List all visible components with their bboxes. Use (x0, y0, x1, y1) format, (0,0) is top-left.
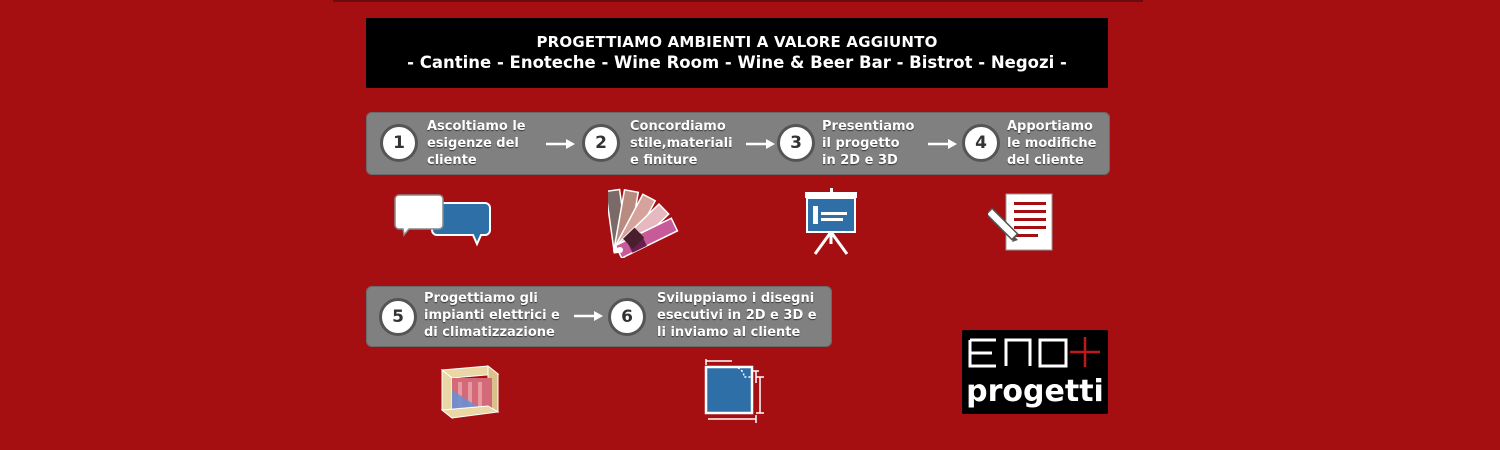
step-3-line-1: Presentiamo (822, 119, 915, 134)
step-4-number: 4 (962, 124, 1000, 162)
step-4-line-3: del cliente (1007, 153, 1084, 168)
step-6-line-1: Sviluppiamo i disegni (657, 291, 815, 306)
speech-bubbles-icon (394, 194, 491, 247)
arrow-2-to-3-icon (746, 139, 775, 149)
step-2-text: Concordiamo stile,materiali e finiture (630, 118, 733, 169)
step-3-line-3: in 2D e 3D (822, 153, 898, 168)
arrow-3-to-4-icon (928, 139, 957, 149)
step-1-line-1: Ascoltiamo le (427, 119, 526, 134)
step-1-line-3: cliente (427, 153, 477, 168)
color-swatch-fan-icon (608, 188, 679, 258)
step-3-line-2: il progetto (822, 136, 900, 151)
document-edit-icon (988, 193, 1053, 251)
arrow-5-to-6-icon (574, 311, 603, 321)
step-2-line-2: stile,materiali (630, 136, 733, 151)
step-2-number: 2 (582, 124, 620, 162)
eno-progetti-logo: progetti (962, 330, 1108, 414)
floor-plan-blueprint-icon (704, 359, 764, 423)
step-1-line-2: esigenze del (427, 136, 519, 151)
step-1-number: 1 (380, 124, 418, 162)
top-divider (333, 0, 1143, 2)
step-6-number: 6 (608, 298, 646, 336)
3d-room-model-icon (440, 364, 500, 420)
presentation-easel-icon (805, 188, 857, 255)
banner-title: PROGETTIAMO AMBIENTI A VALORE AGGIUNTO (536, 33, 938, 51)
step-5-line-1: Progettiamo gli (424, 291, 538, 306)
step-6-line-3: li inviamo al cliente (657, 325, 801, 340)
step-5-text: Progettiamo gli impianti elettrici e di … (424, 290, 560, 341)
step-6-line-2: esecutivi in 2D e 3D e (657, 308, 817, 323)
step-1-text: Ascoltiamo le esigenze del cliente (427, 118, 526, 169)
header-banner: PROGETTIAMO AMBIENTI A VALORE AGGIUNTO -… (366, 18, 1108, 88)
step-4-line-1: Apportiamo (1007, 119, 1093, 134)
banner-subtitle: - Cantine - Enoteche - Wine Room - Wine … (407, 53, 1067, 72)
step-3-number: 3 (777, 124, 815, 162)
step-5-line-2: impianti elettrici e (424, 308, 560, 323)
arrow-1-to-2-icon (546, 139, 575, 149)
step-2-line-1: Concordiamo (630, 119, 726, 134)
step-4-text: Apportiamo le modifiche del cliente (1007, 118, 1096, 169)
step-2-line-3: e finiture (630, 153, 698, 168)
step-5-number: 5 (379, 298, 417, 336)
step-6-text: Sviluppiamo i disegni esecutivi in 2D e … (657, 290, 817, 341)
logo-wordmark: progetti (966, 374, 1104, 409)
step-3-text: Presentiamo il progetto in 2D e 3D (822, 118, 915, 169)
step-4-line-2: le modifiche (1007, 136, 1097, 151)
step-5-line-3: di climatizzazione (424, 325, 555, 340)
eno-logo-mark-icon (968, 337, 1100, 368)
